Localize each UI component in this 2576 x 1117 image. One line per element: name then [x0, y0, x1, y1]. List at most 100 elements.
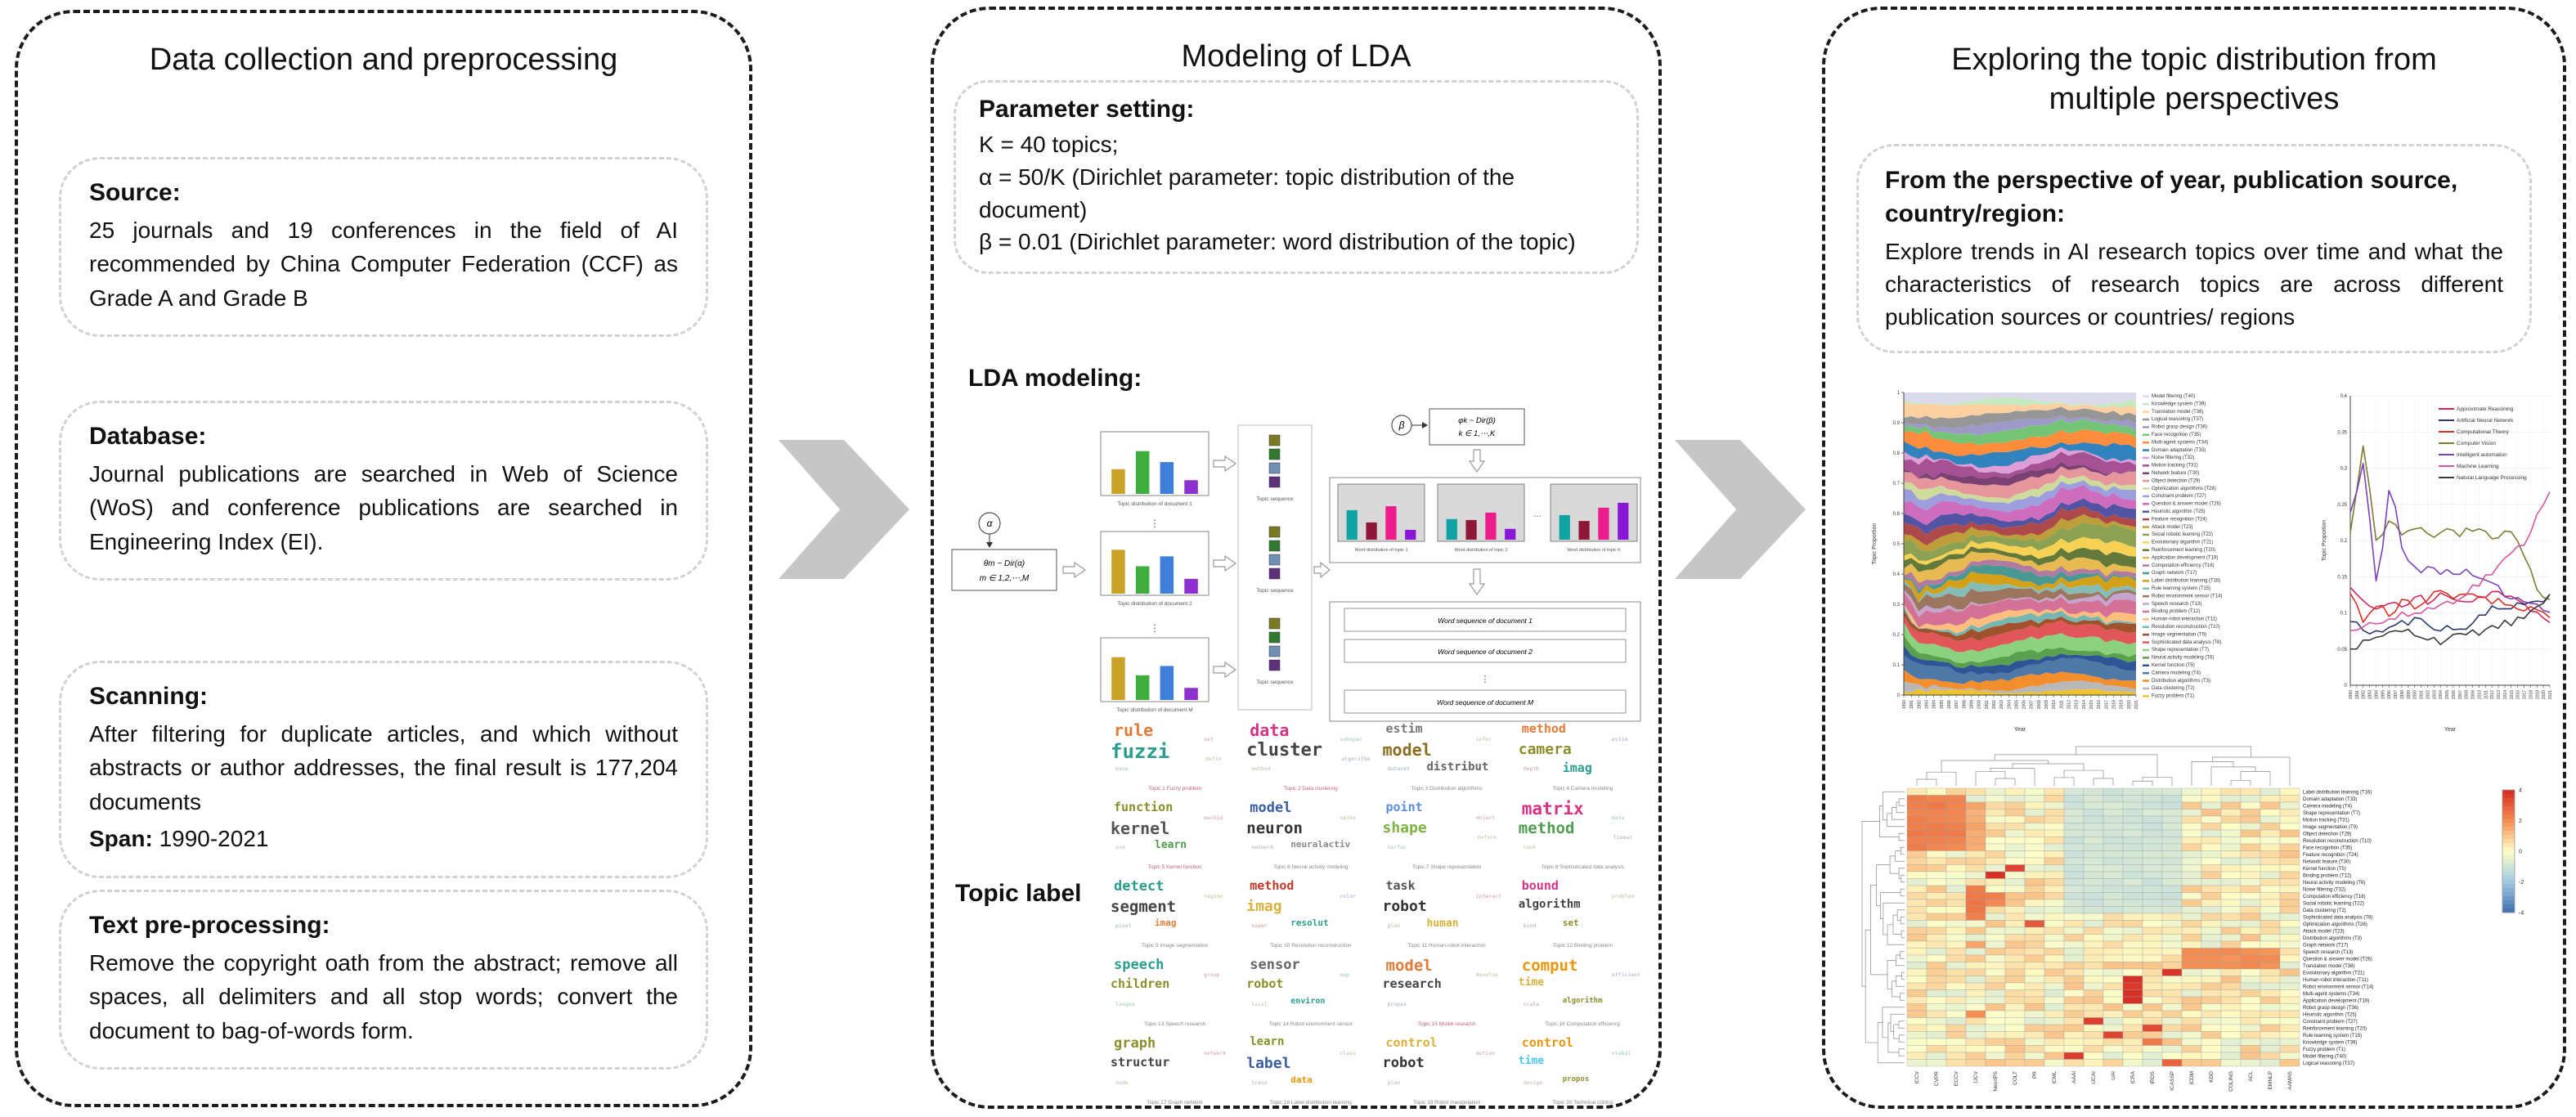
svg-text:0.1: 0.1 — [1893, 663, 1901, 668]
cloud-filler-word: machin — [1204, 814, 1223, 821]
svg-text:0.05: 0.05 — [2337, 648, 2347, 653]
cloud-word: algorithm — [1562, 997, 1603, 1005]
cloud-caption: Topic 11 Human-robot interaction — [1407, 943, 1486, 949]
svg-text:0.15: 0.15 — [2337, 575, 2347, 580]
svg-text:0: 0 — [2345, 684, 2348, 689]
cloud-caption: Topic 12 Binding problem — [1552, 943, 1613, 949]
cloud-filler-word: rank — [1523, 844, 1537, 850]
svg-text:Model filtering (T40): Model filtering (T40) — [2152, 394, 2195, 399]
svg-text:0.4: 0.4 — [2340, 394, 2348, 399]
svg-text:1998: 1998 — [2400, 690, 2405, 699]
svg-text:Resolution reconstruction (T10: Resolution reconstruction (T10) — [2303, 839, 2372, 844]
svg-text:Word distribution of topic 1: Word distribution of topic 1 — [1354, 548, 1407, 553]
svg-text:Image segmentation (T9): Image segmentation (T9) — [2152, 632, 2206, 637]
cloud-word: human — [1426, 917, 1459, 930]
svg-text:Robot grasp design (T36): Robot grasp design (T36) — [2152, 425, 2207, 430]
svg-text:Translation model (T38): Translation model (T38) — [2152, 410, 2203, 415]
svg-text:2020: 2020 — [2542, 690, 2547, 699]
cloud-word: model — [1385, 957, 1433, 975]
cloud-word: children — [1111, 976, 1170, 991]
svg-text:Machine Learning: Machine Learning — [2457, 464, 2499, 469]
cloud-filler-word: base — [1115, 765, 1129, 772]
svg-text:Motion tracking (T31): Motion tracking (T31) — [2152, 464, 2198, 469]
flow-arrow-icon — [1675, 440, 1806, 579]
cloud-word: learn — [1155, 839, 1187, 851]
parameter-heading: Parameter setting: — [979, 96, 1195, 123]
svg-text:2008: 2008 — [2037, 700, 2042, 709]
cloud-filler-word: defin — [1205, 756, 1222, 762]
svg-text:2019: 2019 — [2120, 700, 2125, 709]
cloud-word: estim — [1385, 721, 1423, 736]
svg-text:⋮: ⋮ — [1150, 518, 1160, 529]
svg-text:2018: 2018 — [2112, 700, 2117, 709]
svg-text:0.4: 0.4 — [1893, 572, 1901, 577]
svg-text:Word sequence of document M: Word sequence of document M — [1437, 698, 1534, 707]
svg-text:Reinforcement learning (T20): Reinforcement learning (T20) — [2303, 1026, 2367, 1031]
cloud-filler-word: algorithm — [1341, 756, 1371, 762]
svg-text:Attack model (T23): Attack model (T23) — [2303, 929, 2345, 934]
svg-text:ICDM: ICDM — [2189, 1071, 2195, 1085]
cloud-word: speech — [1114, 957, 1165, 973]
svg-text:1995: 1995 — [2381, 690, 2385, 699]
svg-text:2012: 2012 — [2067, 700, 2072, 709]
cloud-filler-word: bind — [1523, 922, 1537, 929]
text-preprocessing-box: Text pre-processing: Remove the copyrigh… — [59, 890, 708, 1070]
cloud-word: segment — [1111, 898, 1177, 916]
svg-text:Human-robot interaction (T11): Human-robot interaction (T11) — [2303, 978, 2368, 983]
svg-text:0.2: 0.2 — [1893, 633, 1901, 638]
cloud-word: algorithm — [1518, 898, 1581, 911]
svg-text:0.25: 0.25 — [2337, 503, 2347, 508]
svg-text:Object detection (T29): Object detection (T29) — [2303, 832, 2351, 837]
svg-text:Domain adaptation (T33): Domain adaptation (T33) — [2303, 797, 2357, 802]
svg-text:Year: Year — [2444, 727, 2457, 733]
svg-text:2005: 2005 — [2014, 700, 2019, 709]
svg-text:Noise filtering (T32): Noise filtering (T32) — [2303, 887, 2345, 892]
database-heading: Database: — [89, 423, 207, 450]
svg-text:Neural activity modeling (T6): Neural activity modeling (T6) — [2152, 656, 2214, 661]
cloud-caption: Topic 19 Robot manipulation — [1413, 1100, 1481, 1106]
cloud-filler-word: estim — [1611, 736, 1628, 742]
cloud-filler-word: motion — [1475, 1050, 1495, 1056]
cloud-word: method — [1518, 819, 1575, 837]
svg-text:Model filtering (T40): Model filtering (T40) — [2303, 1054, 2346, 1059]
svg-text:2005: 2005 — [2445, 690, 2450, 699]
svg-text:1990: 1990 — [1902, 700, 1907, 709]
svg-text:2015: 2015 — [2089, 700, 2094, 709]
svg-text:AAAI: AAAI — [2071, 1071, 2077, 1083]
svg-text:Artificial Neural Network: Artificial Neural Network — [2457, 418, 2514, 424]
svg-text:2007: 2007 — [2458, 690, 2463, 699]
svg-text:Fuzzy problem (T1): Fuzzy problem (T1) — [2152, 694, 2194, 699]
svg-text:Human-robot interaction (T11): Human-robot interaction (T11) — [2152, 617, 2217, 622]
svg-text:Word sequence of document 2: Word sequence of document 2 — [1438, 648, 1533, 656]
svg-text:Logical reasoning (T37): Logical reasoning (T37) — [2303, 1061, 2354, 1066]
cloud-word: sensor — [1250, 957, 1300, 973]
scanning-heading: Scanning: — [89, 683, 209, 710]
source-box: Source: 25 journals and 19 conferences i… — [59, 157, 708, 338]
svg-text:Multi-agent systems (T34): Multi-agent systems (T34) — [2152, 440, 2208, 445]
svg-text:1993: 1993 — [2368, 690, 2373, 699]
svg-text:IJCAI: IJCAI — [2091, 1071, 2097, 1084]
svg-text:Graph network (T17): Graph network (T17) — [2152, 571, 2197, 576]
svg-text:Social robotic learning (T22): Social robotic learning (T22) — [2303, 901, 2364, 906]
svg-text:0.8: 0.8 — [1893, 451, 1901, 456]
svg-text:0: 0 — [2519, 850, 2522, 855]
cloud-filler-word: deform — [1477, 834, 1497, 841]
svg-text:2021: 2021 — [2548, 690, 2553, 699]
svg-text:Approximate Reasoning: Approximate Reasoning — [2457, 406, 2514, 412]
svg-text:1999: 1999 — [1969, 700, 1974, 709]
cloud-word: robot — [1382, 898, 1427, 915]
svg-text:1998: 1998 — [1962, 700, 1967, 709]
cloud-caption: Topic 7 Shape representation — [1411, 864, 1482, 870]
svg-text:Network feature (T30): Network feature (T30) — [2152, 471, 2199, 476]
svg-text:1996: 1996 — [2387, 690, 2392, 699]
svg-text:1993: 1993 — [1924, 700, 1929, 709]
svg-text:Topic distribution of document: Topic distribution of document 2 — [1117, 601, 1192, 607]
cloud-filler-word: scale — [1523, 1001, 1540, 1007]
svg-text:2013: 2013 — [2497, 690, 2502, 699]
svg-text:1997: 1997 — [1954, 700, 1959, 709]
